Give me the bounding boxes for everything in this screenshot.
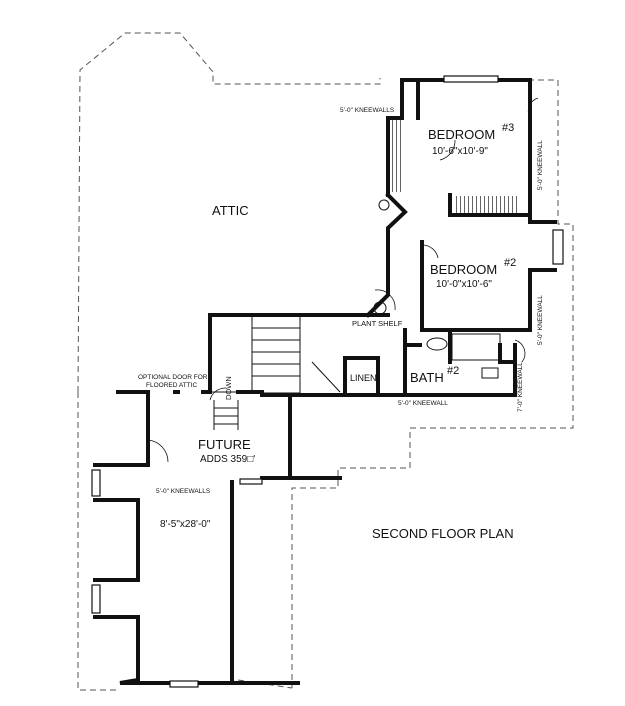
toilet-icon (481, 367, 499, 379)
bedroom3-dims: 10'-6"x10'-9" (432, 146, 488, 157)
kneewall-right-mid-note: 5'-0" KNEEWALL (537, 295, 544, 345)
optional-door-note-1: OPTIONAL DOOR FOR (138, 374, 208, 381)
closet-bedroom2 (455, 196, 517, 214)
plan-title: SECOND FLOOR PLAN (372, 526, 514, 541)
future-adds: ADDS 359□' (200, 454, 255, 465)
plant-icon (373, 301, 387, 315)
kneewalls-top-note: 5'-0" KNEEWALLS (340, 107, 395, 114)
future-dims: 8'-5"x28'-0" (160, 519, 211, 530)
bedroom2-name: BEDROOM (430, 262, 497, 277)
bedroom3-name: BEDROOM (428, 127, 495, 142)
bathtub (451, 333, 501, 361)
down-label: DOWN (224, 376, 233, 400)
plant-shelf-note: PLANT SHELF (352, 319, 403, 328)
linen-label: LINEN (350, 373, 377, 383)
bath2-name: BATH (410, 370, 444, 385)
attic-outline (77, 32, 574, 691)
optional-door-note-2: FLOORED ATTIC (146, 382, 197, 389)
sink-icon (426, 337, 448, 351)
bath2-num: #2 (447, 365, 459, 377)
windows (91, 75, 564, 688)
labels: ATTIC BEDROOM #3 10'-6"x10'-9" BEDROOM #… (138, 107, 544, 541)
attic-label: ATTIC (212, 203, 249, 218)
kneewall-7-note: 7'-0" KNEEWALL (517, 362, 524, 412)
column-icon (378, 199, 390, 211)
bedroom2-dims: 10'-0"x10'-6" (436, 279, 492, 290)
kneewall-right-top-note: 5'-0" KNEEWALL (537, 140, 544, 190)
door-swings (147, 97, 539, 463)
closet-bedroom3 (390, 120, 404, 192)
stairs (210, 314, 341, 430)
bedroom2-num: #2 (504, 257, 516, 269)
kneewalls-future-note: 5'-0" KNEEWALLS (156, 488, 211, 495)
future-name: FUTURE (198, 437, 251, 452)
kneewall-bottom-note: 5'-0" KNEEWALL (398, 400, 448, 407)
bedroom3-num: #3 (502, 122, 514, 134)
